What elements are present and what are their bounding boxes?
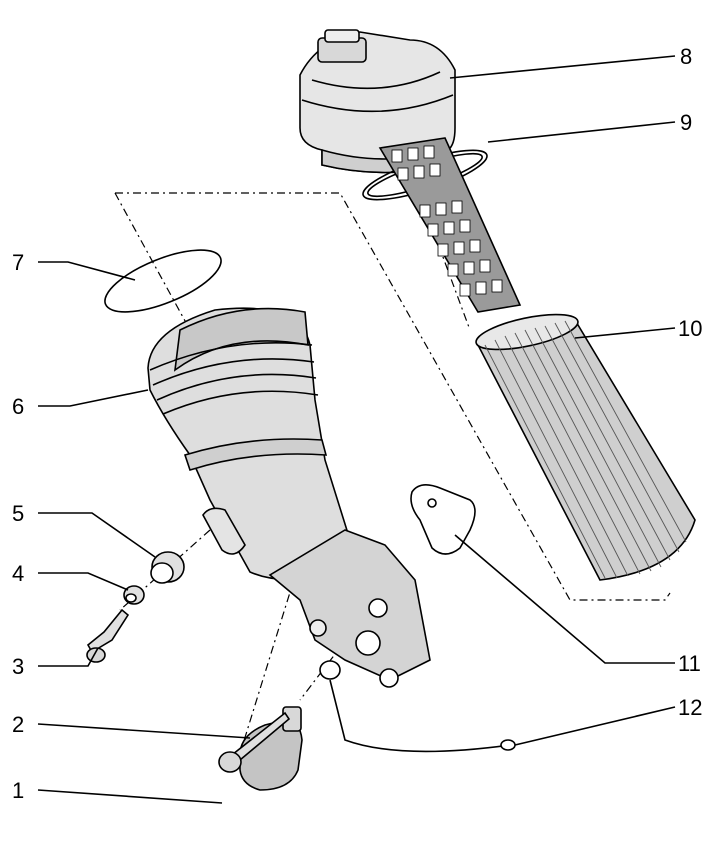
callout-12: 12 xyxy=(678,695,702,720)
callout-labels: 1 2 3 4 5 6 7 8 9 10 11 12 xyxy=(12,44,702,803)
part-4-washer xyxy=(123,585,145,605)
callout-4: 4 xyxy=(12,561,24,586)
callout-5: 5 xyxy=(12,501,24,526)
callout-2: 2 xyxy=(12,712,24,737)
callout-10: 10 xyxy=(678,316,702,341)
callout-1: 1 xyxy=(12,778,24,803)
callout-7: 7 xyxy=(12,250,24,275)
part-5-fitting xyxy=(150,551,185,584)
part-6-filter-housing xyxy=(147,307,431,688)
part-3-bolt xyxy=(86,608,130,663)
part-10-filter-element xyxy=(475,313,696,581)
callout-6: 6 xyxy=(12,394,24,419)
part-12-ground-wire xyxy=(319,660,516,753)
part-7-o-ring xyxy=(104,249,222,313)
part-1-long-bolt xyxy=(218,711,291,773)
part-11-gasket xyxy=(410,484,476,555)
callout-9: 9 xyxy=(680,110,692,135)
callout-11: 11 xyxy=(678,651,701,676)
callout-3: 3 xyxy=(12,654,24,679)
filter-mesh-carrier xyxy=(378,137,522,313)
callout-8: 8 xyxy=(680,44,692,69)
leader-lines xyxy=(37,55,676,804)
part-8-filter-cap xyxy=(299,29,456,174)
